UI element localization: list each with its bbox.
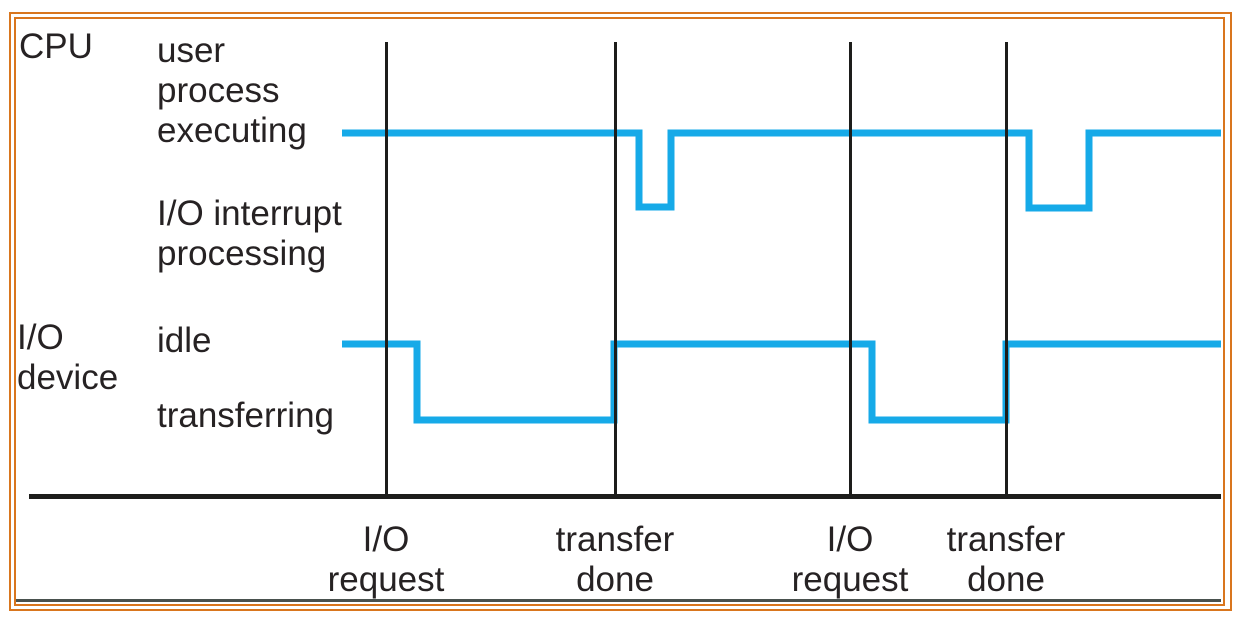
state-label-user-process-executing-line: user	[157, 31, 226, 70]
group-label-i-o-device-line: device	[17, 358, 119, 397]
event-line-i-o-request-3	[848, 42, 852, 498]
state-label-user-process-executing-line: executing	[157, 111, 307, 150]
event-line-transfer-done-4	[1004, 42, 1008, 498]
group-label-cpu-line: CPU	[19, 27, 93, 66]
event-label-line: transfer	[555, 520, 675, 559]
event-label-line: request	[791, 560, 909, 599]
io-device-activity-signal	[342, 340, 1221, 424]
event-label-line: transfer	[946, 520, 1066, 559]
state-label-idle-line: idle	[157, 321, 212, 360]
event-label-line: I/O	[362, 520, 410, 559]
state-label-transferring: transferring	[157, 396, 334, 436]
state-label-i-o-interrupt-processing-line: processing	[157, 234, 327, 273]
state-label-idle: idle	[157, 321, 211, 361]
group-label-cpu: CPU	[19, 27, 93, 67]
event-line-i-o-request-1	[384, 42, 388, 498]
event-label-line: I/O	[826, 520, 874, 559]
cpu-activity-signal	[342, 129, 1221, 212]
event-label-line: done	[576, 560, 654, 599]
bottom-shadow-line	[16, 599, 1221, 602]
state-label-transferring-line: transferring	[157, 396, 335, 435]
event-line-transfer-done-2	[613, 42, 617, 498]
event-label-line: request	[327, 560, 445, 599]
event-label-line: done	[967, 560, 1045, 599]
state-label-user-process-executing-line: process	[157, 71, 280, 110]
time-axis	[29, 493, 1221, 499]
state-label-i-o-interrupt-processing-line: I/O interrupt	[157, 194, 342, 233]
group-label-i-o-device-line: I/O	[17, 318, 64, 357]
